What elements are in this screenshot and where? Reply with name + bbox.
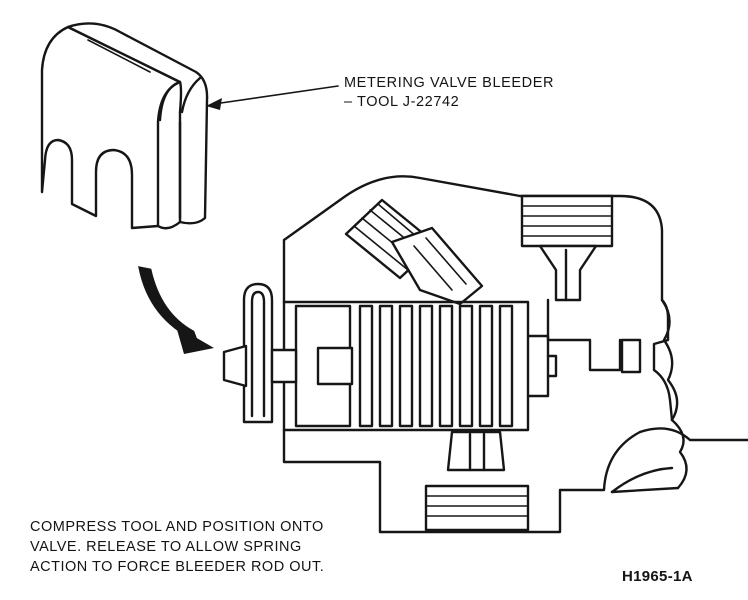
instruction-line-2: VALVE. RELEASE TO ALLOW SPRING xyxy=(30,539,302,555)
callout-line-1: METERING VALVE BLEEDER xyxy=(344,75,555,91)
motion-arrow xyxy=(138,266,214,354)
callout-line-2: – TOOL J-22742 xyxy=(344,94,460,110)
tool-installed-drawing xyxy=(222,282,298,424)
instruction-line-3: ACTION TO FORCE BLEEDER ROD OUT. xyxy=(30,559,325,575)
callout-leader xyxy=(206,85,339,110)
instruction-caption: COMPRESS TOOL AND POSITION ONTO VALVE. R… xyxy=(30,517,324,577)
tool-callout-label: METERING VALVE BLEEDER – TOOL J-22742 xyxy=(344,74,554,112)
valve-body-drawing xyxy=(282,175,748,534)
bleeder-tool-drawing xyxy=(40,22,209,230)
figure-id: H1965-1A xyxy=(622,568,693,585)
instruction-line-1: COMPRESS TOOL AND POSITION ONTO xyxy=(30,519,324,535)
